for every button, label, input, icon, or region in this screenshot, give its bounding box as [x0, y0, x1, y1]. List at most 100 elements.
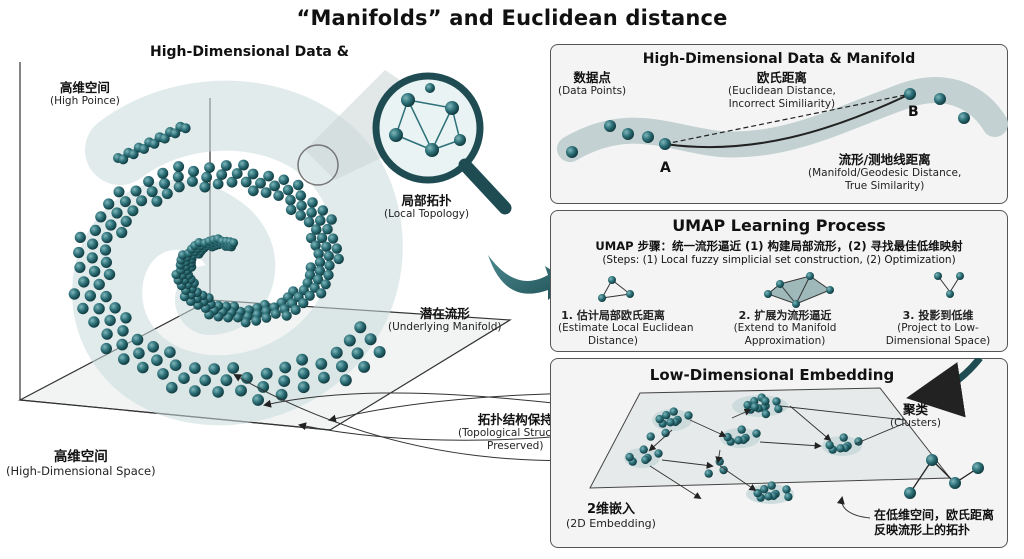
data-point [298, 298, 309, 309]
umap-step-icons [598, 272, 964, 308]
cluster-point [734, 436, 743, 445]
data-point [88, 265, 101, 278]
data-point [303, 216, 315, 228]
data-point [290, 304, 301, 315]
data-point [297, 381, 310, 394]
data-point [316, 288, 327, 299]
cluster-point [655, 414, 664, 424]
point-b-label: B [908, 104, 919, 120]
cluster-point [743, 400, 752, 410]
data-point [231, 168, 243, 179]
data-point [318, 371, 330, 384]
cluster-point [704, 469, 713, 478]
data-point [104, 314, 116, 327]
cluster-point [646, 432, 655, 441]
data-point [173, 181, 185, 193]
euclidean-distance-label: 欧氏距离 (Euclidean Distance, Incorrect Simi… [728, 70, 836, 110]
cluster-point [750, 402, 759, 412]
data-point [101, 328, 113, 340]
manifold-surface [72, 80, 403, 426]
data-point [279, 361, 292, 374]
cluster-point [684, 411, 693, 420]
embedding-diagram [589, 358, 984, 519]
data-point [263, 170, 274, 182]
data-point [147, 341, 159, 353]
data-point [157, 368, 169, 380]
page-title: “Manifolds” and Euclidean distance [296, 6, 728, 30]
data-point [220, 160, 232, 171]
data-point [127, 205, 139, 217]
data-point [247, 185, 259, 197]
cluster-point [662, 411, 671, 420]
flow-arrow-icon [488, 255, 570, 300]
point-a-label: A [660, 160, 671, 176]
cluster-point [761, 409, 771, 419]
clusters-label: 聚类 (Clusters) [890, 402, 941, 429]
data-point [273, 190, 284, 201]
cluster-point [639, 445, 648, 454]
data-point [78, 276, 90, 288]
data-point [315, 215, 326, 226]
data-point [257, 381, 270, 393]
data-point [373, 346, 386, 358]
cluster-point [825, 440, 834, 450]
data-point [188, 165, 199, 177]
cluster-point [737, 425, 746, 434]
umap-panel-title: UMAP Learning Process [672, 216, 886, 235]
data-point [89, 224, 101, 236]
cluster-point [661, 428, 670, 438]
step-2-label: 2. 扩展为流形逼近 (Extend to Manifold Approxima… [733, 309, 837, 347]
data-point [117, 325, 129, 337]
data-point [143, 176, 155, 187]
cluster-point [625, 452, 634, 462]
data-point [358, 360, 371, 373]
data-point [116, 338, 128, 351]
data-point [93, 303, 105, 315]
data-point [354, 321, 367, 334]
data-point [324, 260, 335, 271]
cluster-point [836, 444, 845, 453]
data-point [111, 207, 123, 219]
data-point [113, 186, 125, 198]
data-point [116, 226, 128, 239]
data-point [317, 205, 329, 216]
data-point [120, 215, 132, 227]
data-point [166, 381, 178, 394]
data-point [220, 374, 233, 387]
cluster-point [666, 418, 675, 427]
data-point [364, 333, 377, 346]
data-point [136, 195, 148, 207]
data-point [320, 279, 331, 290]
data-point [87, 238, 99, 250]
data-point [281, 310, 292, 321]
data-point [305, 232, 317, 244]
data-point [241, 372, 253, 384]
data-point [73, 246, 85, 259]
data-point [323, 250, 334, 262]
data-point [314, 265, 326, 277]
cluster-point [772, 397, 781, 406]
data-point [313, 248, 324, 259]
data-point [310, 240, 321, 251]
local-topology-label: 局部拓扑 (Local Topology) [384, 193, 470, 220]
data-point [330, 346, 343, 359]
data-point [292, 179, 304, 191]
data-point [212, 386, 224, 398]
manifold-panel-title: High-Dimensional Data & Manifold [642, 51, 916, 67]
data-point [297, 367, 310, 380]
umap-steps-zh: UMAP 步骤：统一流形逼近 (1) 构建局部流形，(2) 寻找最佳低维映射 [595, 239, 963, 253]
data-point [68, 288, 81, 300]
data-point [199, 374, 211, 387]
manifold-data-points [68, 121, 386, 406]
data-point [327, 233, 339, 244]
data-point [312, 274, 324, 285]
step-3-label: 3. 投影到低维 (Project to Low- Dimensional Sp… [885, 309, 991, 347]
data-point [260, 367, 273, 380]
data-point [333, 253, 344, 265]
data-point [251, 315, 262, 326]
data-point [304, 269, 316, 281]
data-point [180, 123, 191, 134]
data-point [226, 176, 238, 188]
data-point [101, 231, 113, 244]
data-point [311, 224, 322, 235]
